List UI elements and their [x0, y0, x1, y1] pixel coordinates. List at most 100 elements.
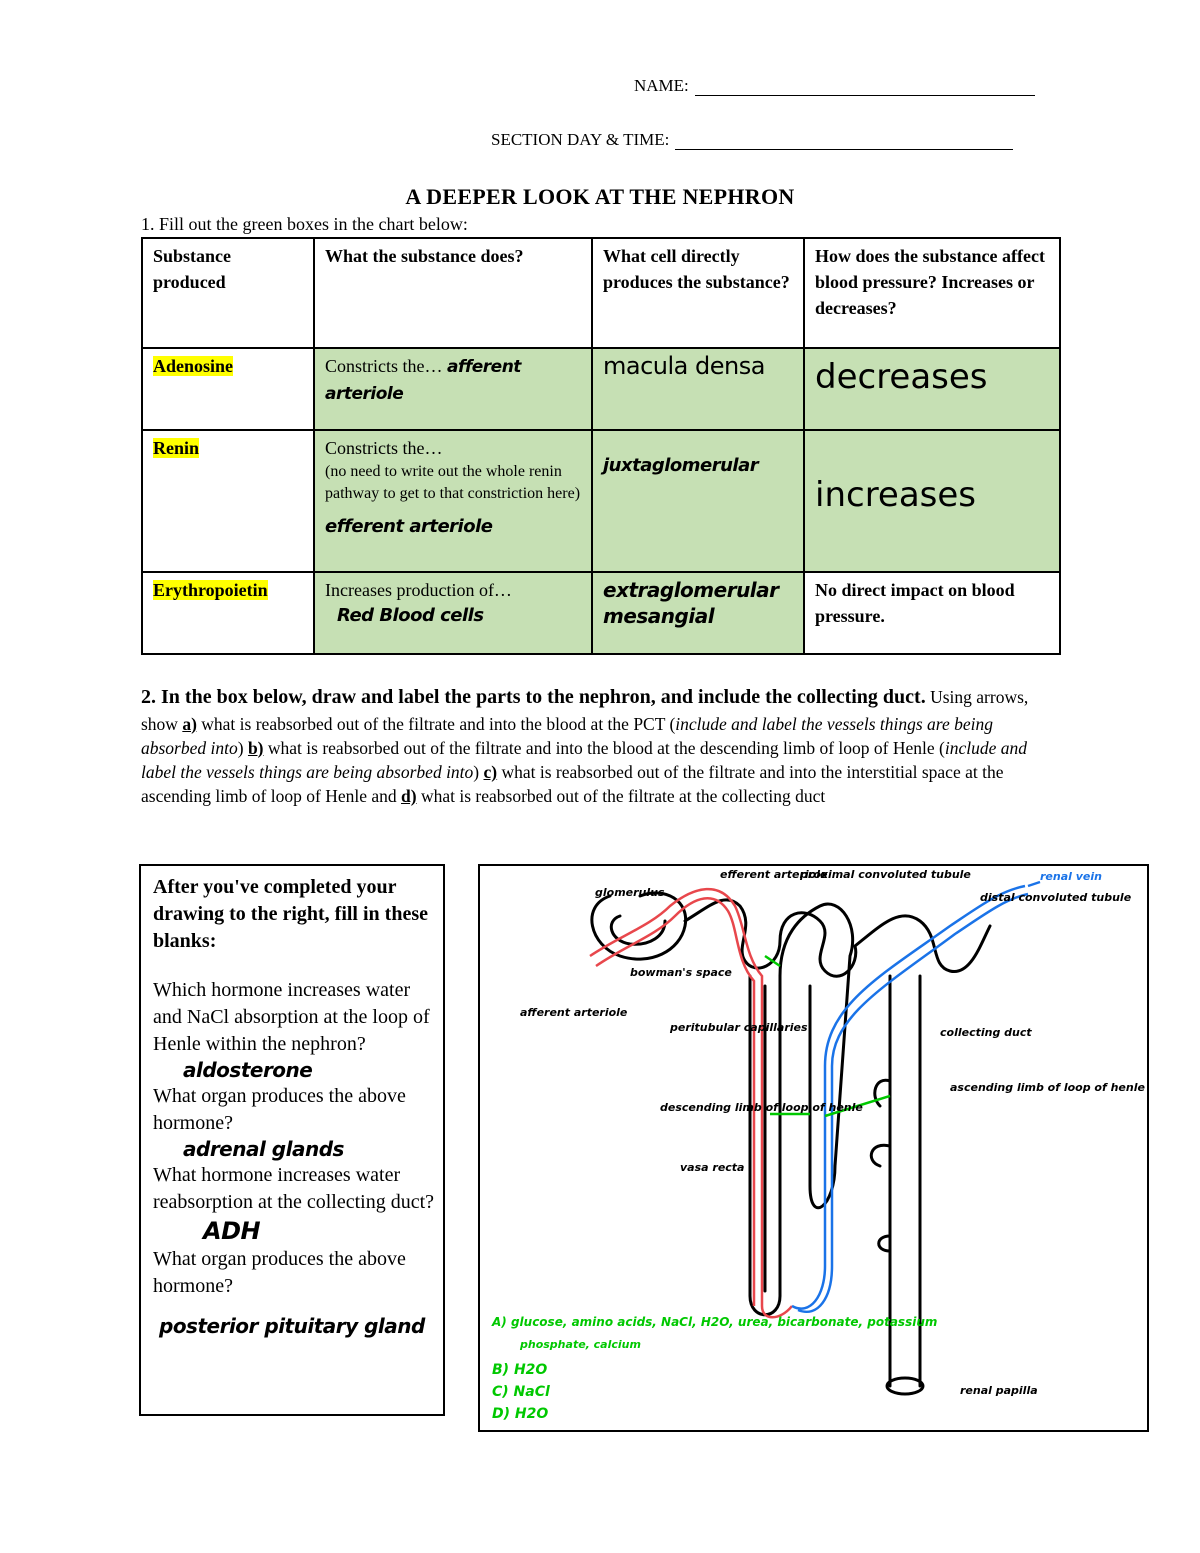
answer-a: A) glucose, amino acids, NaCl, H2O, urea… [491, 1315, 937, 1329]
section-blank[interactable] [675, 131, 1014, 150]
handwritten-answer: extraglomerular mesangial [603, 578, 779, 628]
answer-cell[interactable]: Increases production of… Red Blood cells [313, 571, 593, 655]
name-blank[interactable] [694, 77, 1035, 96]
q2-part-c: c) [483, 761, 498, 782]
handwritten-answer[interactable]: ADH [203, 1217, 261, 1245]
table-row: Erythropoietin Increases production of… … [141, 571, 1061, 655]
answer-d: D) H2O [492, 1406, 548, 1422]
name-field: NAME: [634, 76, 1035, 96]
handwritten-answer: juxtaglomerular [603, 455, 759, 476]
collecting-branch [877, 1234, 892, 1253]
question-text: What organ produces the above hormone? [153, 1085, 406, 1134]
substance-chart: Substance produced What the substance do… [141, 237, 1061, 655]
label-efferent: efferent arteriole [720, 868, 828, 881]
column-header: What the substance does? [313, 237, 593, 349]
cell-prefix: Constricts the… [325, 438, 443, 458]
label-collecting: collecting duct [940, 1026, 1032, 1039]
vein-path-inner [797, 892, 1029, 1313]
label-glomerulus: glomerulus [595, 886, 665, 899]
handwritten-answer: Red Blood cells [337, 605, 484, 627]
glomerulus-tuft [609, 914, 667, 946]
q2-part-b: b) [247, 737, 264, 758]
vein-vessel [791, 880, 1041, 1313]
label-afferent: afferent arteriole [520, 1006, 628, 1019]
answer-cell[interactable]: Constricts the… afferent arteriole [313, 347, 593, 431]
handwritten-answer: efferent arteriole [325, 515, 493, 537]
page-title: A DEEPER LOOK AT THE NEPHRON [405, 184, 795, 209]
answer-cell[interactable]: increases [803, 429, 1061, 573]
table-header-row: Substance produced What the substance do… [141, 237, 1061, 349]
handwritten-answer[interactable]: aldosterone [183, 1058, 313, 1082]
q2-text: ) [237, 737, 248, 758]
afferent-path-inner [595, 897, 756, 1306]
answer-cell[interactable]: macula densa [591, 347, 805, 431]
afferent-path [589, 887, 793, 1319]
reabsorption-arrows [764, 954, 891, 1118]
answer-b: B) H2O [492, 1362, 547, 1378]
substance-name: Erythropoietin [153, 580, 268, 600]
vein-path [791, 884, 1026, 1310]
handwritten-answer: decreases [815, 357, 988, 397]
label-peritubular: peritubular capillaries [669, 1021, 808, 1034]
label-pct: proximal convoluted tubule [799, 868, 971, 881]
arrow-a [764, 954, 781, 968]
substance-name: Renin [153, 438, 200, 458]
proximal-tubule [683, 898, 858, 978]
label-renal-vein: renal vein [1040, 870, 1102, 883]
q2-text: what is reabsorbed out of the filtrate a… [263, 737, 945, 758]
q2-part-d: d) [401, 786, 417, 807]
label-asc-limb: ascending limb of loop of henle [950, 1081, 1145, 1094]
table-row: Adenosine Constricts the… afferent arter… [141, 347, 1061, 431]
q2-text: what is reabsorbed out of the filtrate a… [196, 713, 676, 734]
label-bowman: bowman's space [630, 966, 732, 979]
question-text: What hormone increases water reabsorptio… [153, 1164, 435, 1213]
question-text: Which hormone increases water and NaCl a… [153, 979, 430, 1055]
box-instructions: After you've completed your drawing to t… [153, 876, 428, 952]
answer-cell[interactable]: extraglomerular mesangial [591, 571, 805, 655]
substance-name: Adenosine [153, 356, 234, 376]
section-label: SECTION DAY & TIME: [491, 130, 670, 149]
q2-part-a: a) [182, 713, 197, 734]
label-renal-papilla: renal papilla [960, 1384, 1038, 1397]
answer-c: C) NaCl [492, 1384, 550, 1400]
answer-a-continued: phosphate, calcium [519, 1338, 641, 1351]
nephron-drawing-box[interactable]: glomerulus efferent arteriole afferent a… [478, 864, 1149, 1432]
cell-note: (no need to write out the whole renin pa… [325, 463, 581, 503]
answer-cell[interactable]: Constricts the… (no need to write out th… [313, 429, 593, 573]
nephron-drawing: glomerulus efferent arteriole afferent a… [491, 868, 1145, 1422]
ascending-limb [778, 902, 855, 1210]
q2-text: what is reabsorbed out of the filtrate a… [416, 786, 826, 807]
name-label: NAME: [634, 76, 689, 95]
section-field: SECTION DAY & TIME: [491, 130, 1014, 150]
bp-cell: No direct impact on blood pressure. [803, 571, 1061, 655]
question-2-prompt: 2. In the box below, draw and label the … [141, 684, 1061, 808]
cell-prefix: Constricts the… [325, 356, 443, 376]
handwritten-answer: macula densa [603, 352, 765, 380]
q2-text: Using arrows, show [141, 687, 1029, 734]
handwritten-answer[interactable]: adrenal glands [183, 1137, 344, 1161]
q2-bold: 2. In the box below, draw and label the … [141, 686, 926, 708]
arrow-c [824, 1094, 891, 1118]
answer-cell[interactable]: juxtaglomerular [591, 429, 805, 573]
bowmans-capsule [590, 891, 688, 961]
q2-text: what is reabsorbed out of the filtrate a… [141, 761, 1004, 807]
cell-prefix: Increases production of… [325, 580, 512, 600]
label-dct: distal convoluted tubule [980, 891, 1132, 904]
handwritten-answer: afferent arteriole [325, 357, 521, 404]
question-1-prompt: 1. Fill out the green boxes in the chart… [141, 214, 468, 234]
column-header: What cell directly produces the substanc… [591, 237, 805, 349]
table-row: Renin Constricts the… (no need to write … [141, 429, 1061, 573]
hormone-questions-box: After you've completed your drawing to t… [139, 864, 445, 1416]
column-header: How does the substance affect blood pres… [803, 237, 1061, 349]
column-header: Substance produced [141, 237, 315, 349]
q2-italic: include and label the vessels things are… [141, 737, 1028, 782]
distal-tubule [853, 914, 992, 973]
vein-arrow [1027, 880, 1041, 888]
q2-text: ) [473, 761, 484, 782]
label-desc-limb: descending limb of loop of henle [660, 1101, 863, 1114]
label-vasa-recta: vasa recta [680, 1161, 744, 1174]
handwritten-answer: increases [815, 475, 977, 515]
answer-cell[interactable]: decreases [803, 347, 1061, 431]
q2-italic: include and label the vessels things are… [141, 713, 993, 758]
handwritten-answer[interactable]: posterior pituitary gland [159, 1314, 425, 1338]
